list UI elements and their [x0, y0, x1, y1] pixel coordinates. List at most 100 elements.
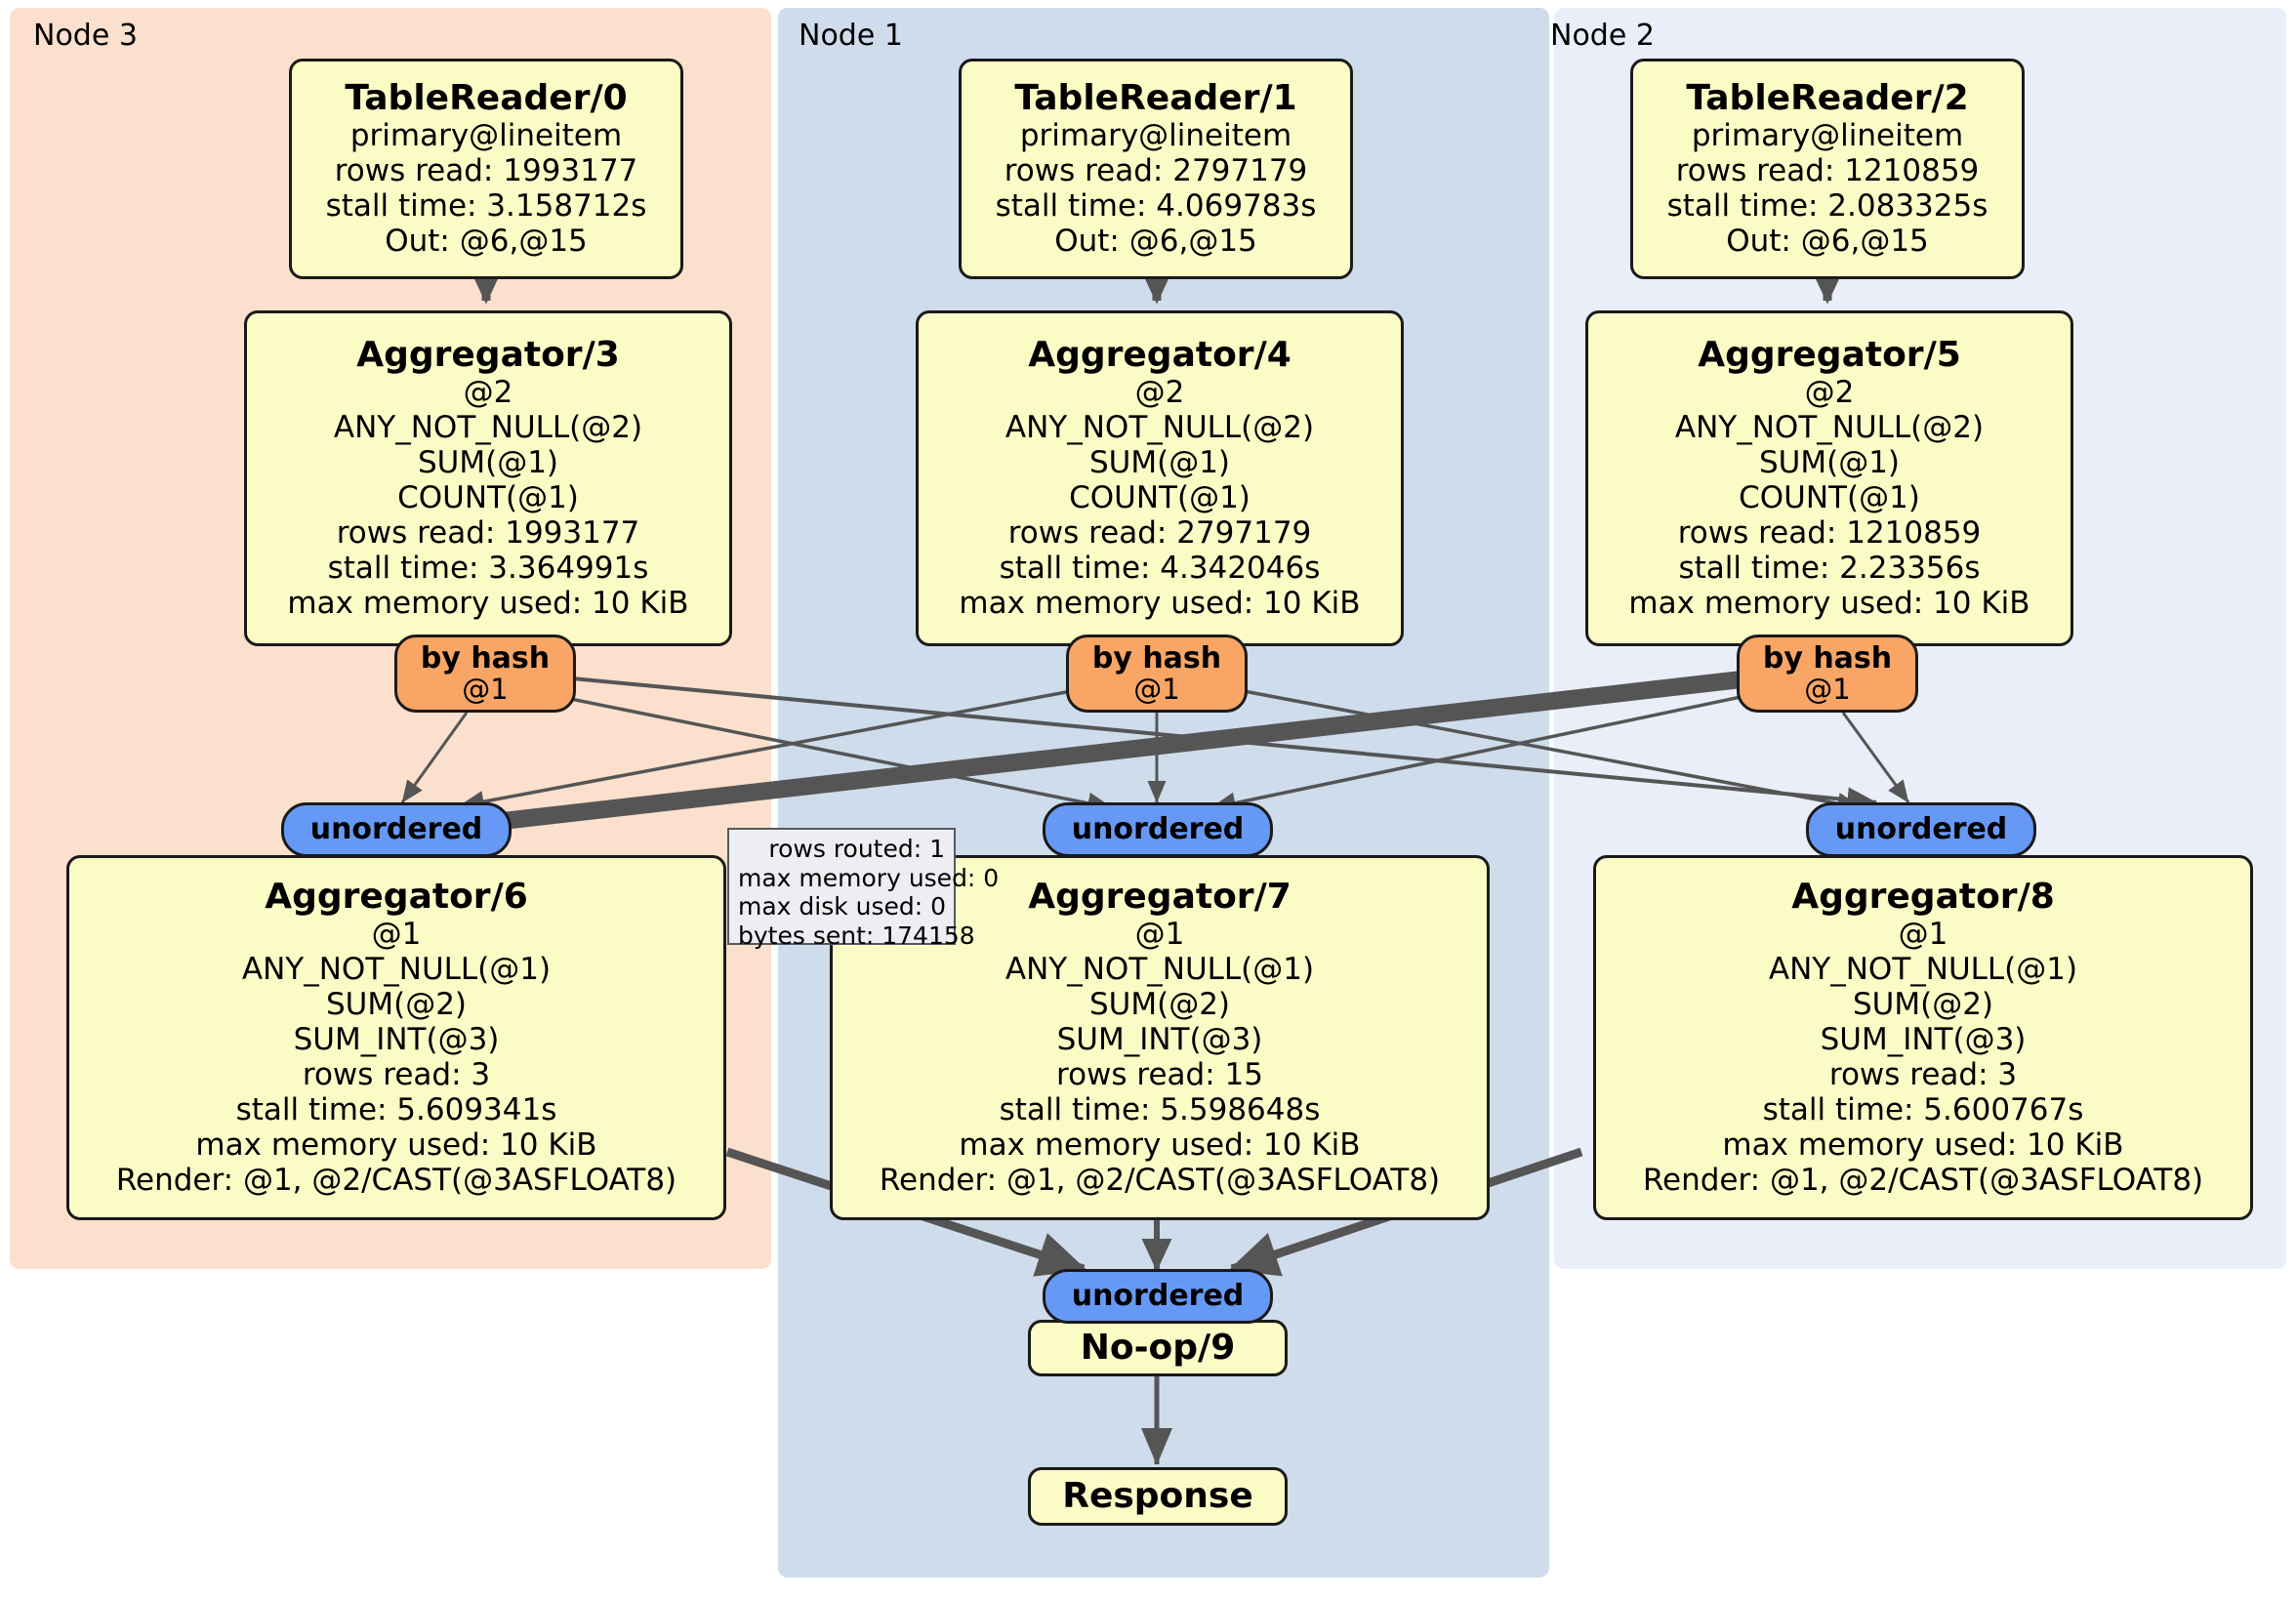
processor-detail: primary@lineitem [1019, 118, 1292, 154]
processor-detail: rows read: 2797179 [1007, 515, 1312, 552]
processor-detail: ANY_NOT_NULL(@1) [1768, 952, 2078, 988]
processor-detail: stall time: 2.083325s [1666, 188, 1988, 225]
processor-detail: Out: @6,@15 [1054, 224, 1257, 260]
processor-title: Aggregator/5 [1698, 334, 1961, 375]
cluster-node-3-label: Node 3 [33, 19, 138, 53]
processor-detail: Render: @1, @2/CAST(@3ASFLOAT8) [1642, 1163, 2204, 1199]
processor-detail: rows read: 1210859 [1677, 515, 1982, 552]
processor-detail: SUM(@1) [1088, 445, 1231, 481]
processor-detail: SUM(@1) [1758, 445, 1901, 481]
synchronizer-label: unordered [1834, 812, 2008, 846]
processor-title: No-op/9 [1080, 1327, 1236, 1368]
processor-detail: rows read: 1210859 [1675, 153, 1980, 189]
processor-detail: @2 [1134, 375, 1185, 411]
processor-detail: COUNT(@1) [1739, 480, 1920, 516]
processor-detail: SUM(@2) [1088, 987, 1231, 1023]
processor-detail: max memory used: 10 KiB [1628, 586, 2030, 622]
processor-detail: ANY_NOT_NULL(@2) [1004, 410, 1315, 446]
processor-detail: @1 [1898, 917, 1948, 953]
processor-detail: COUNT(@1) [397, 480, 579, 516]
processor-detail: max memory used: 10 KiB [195, 1127, 597, 1164]
processor-detail: max memory used: 10 KiB [959, 1127, 1361, 1164]
processor-detail: ANY_NOT_NULL(@2) [333, 410, 643, 446]
processor-detail: Render: @1, @2/CAST(@3ASFLOAT8) [115, 1163, 677, 1199]
processor-table-reader-1[interactable]: TableReader/1 primary@lineitem rows read… [959, 59, 1353, 279]
processor-detail: SUM(@2) [325, 987, 468, 1023]
processor-detail: rows read: 3 [1828, 1057, 2018, 1093]
synchronizer-label: unordered [1071, 1279, 1245, 1313]
synchronizer-unordered-9[interactable]: unordered [1043, 1269, 1273, 1324]
processor-detail: max memory used: 10 KiB [959, 586, 1361, 622]
processor-table-reader-0[interactable]: TableReader/0 primary@lineitem rows read… [289, 59, 683, 279]
processor-title: Aggregator/8 [1791, 876, 2055, 917]
processor-detail: Out: @6,@15 [385, 224, 588, 260]
processor-aggregator-8[interactable]: Aggregator/8 @1 ANY_NOT_NULL(@1) SUM(@2)… [1593, 855, 2253, 1220]
router-title: by hash [420, 640, 551, 676]
processor-title: Aggregator/7 [1028, 876, 1292, 917]
processor-detail: Out: @6,@15 [1726, 224, 1929, 260]
processor-title: Aggregator/4 [1028, 334, 1292, 375]
processor-title: TableReader/0 [345, 77, 628, 118]
processor-detail: stall time: 4.342046s [999, 551, 1321, 587]
processor-detail: max memory used: 10 KiB [1722, 1127, 2124, 1164]
processor-detail: @1 [371, 917, 422, 953]
processor-detail: rows read: 15 [1056, 1057, 1263, 1093]
processor-title: Aggregator/3 [356, 334, 620, 375]
stat-line: max memory used: 0 [738, 863, 1000, 892]
processor-noop-9[interactable]: No-op/9 [1028, 1320, 1288, 1376]
synchronizer-unordered-6[interactable]: unordered [281, 802, 512, 857]
stream-stats-box: rows routed: 1 max memory used: 0 max di… [727, 828, 1000, 950]
router-column: @1 [1804, 672, 1851, 706]
processor-detail: SUM_INT(@3) [1820, 1022, 2027, 1058]
processor-detail: Render: @1, @2/CAST(@3ASFLOAT8) [879, 1163, 1441, 1199]
router-by-hash-4[interactable]: by hash @1 [1066, 635, 1248, 713]
processor-detail: @2 [463, 375, 513, 411]
processor-detail: stall time: 5.609341s [235, 1092, 557, 1128]
synchronizer-label: unordered [309, 812, 483, 846]
processor-response[interactable]: Response [1028, 1467, 1288, 1526]
processor-detail: stall time: 3.158712s [325, 188, 647, 225]
processor-detail: ANY_NOT_NULL(@1) [241, 952, 552, 988]
synchronizer-unordered-8[interactable]: unordered [1806, 802, 2036, 857]
processor-title: Aggregator/6 [265, 876, 528, 917]
processor-detail: ANY_NOT_NULL(@2) [1674, 410, 1985, 446]
processor-detail: ANY_NOT_NULL(@1) [1004, 952, 1315, 988]
processor-table-reader-2[interactable]: TableReader/2 primary@lineitem rows read… [1630, 59, 2025, 279]
stat-line: rows routed: 1 [768, 835, 945, 863]
processor-detail: stall time: 2.23356s [1678, 551, 1981, 587]
processor-title: Response [1062, 1475, 1253, 1516]
processor-detail: SUM(@1) [417, 445, 559, 481]
processor-detail: rows read: 3 [302, 1057, 491, 1093]
processor-aggregator-5[interactable]: Aggregator/5 @2 ANY_NOT_NULL(@2) SUM(@1)… [1585, 310, 2073, 646]
processor-aggregator-6[interactable]: Aggregator/6 @1 ANY_NOT_NULL(@1) SUM(@2)… [66, 855, 726, 1220]
cluster-node-2-label: Node 2 [1550, 19, 1655, 53]
processor-detail: stall time: 3.364991s [327, 551, 649, 587]
processor-title: TableReader/1 [1014, 77, 1297, 118]
processor-title: TableReader/2 [1686, 77, 1969, 118]
router-title: by hash [1091, 640, 1222, 676]
processor-detail: COUNT(@1) [1069, 480, 1250, 516]
processor-detail: max memory used: 10 KiB [287, 586, 689, 622]
processor-detail: rows read: 1993177 [334, 153, 638, 189]
router-title: by hash [1762, 640, 1893, 676]
processor-aggregator-3[interactable]: Aggregator/3 @2 ANY_NOT_NULL(@2) SUM(@1)… [244, 310, 732, 646]
processor-detail: SUM_INT(@3) [293, 1022, 500, 1058]
processor-detail: @1 [1134, 917, 1185, 953]
processor-detail: stall time: 5.600767s [1762, 1092, 2084, 1128]
processor-aggregator-4[interactable]: Aggregator/4 @2 ANY_NOT_NULL(@2) SUM(@1)… [916, 310, 1404, 646]
processor-detail: primary@lineitem [1691, 118, 1964, 154]
processor-detail: rows read: 1993177 [336, 515, 640, 552]
processor-detail: stall time: 5.598648s [999, 1092, 1321, 1128]
cluster-node-1-label: Node 1 [799, 19, 903, 53]
router-by-hash-5[interactable]: by hash @1 [1737, 635, 1918, 713]
synchronizer-unordered-7[interactable]: unordered [1043, 802, 1273, 857]
router-column: @1 [1133, 672, 1180, 706]
processor-detail: SUM_INT(@3) [1056, 1022, 1263, 1058]
processor-detail: @2 [1804, 375, 1855, 411]
processor-detail: primary@lineitem [349, 118, 623, 154]
router-by-hash-3[interactable]: by hash @1 [394, 635, 576, 713]
processor-detail: SUM(@2) [1852, 987, 1994, 1023]
processor-detail: stall time: 4.069783s [995, 188, 1317, 225]
processor-detail: rows read: 2797179 [1004, 153, 1308, 189]
